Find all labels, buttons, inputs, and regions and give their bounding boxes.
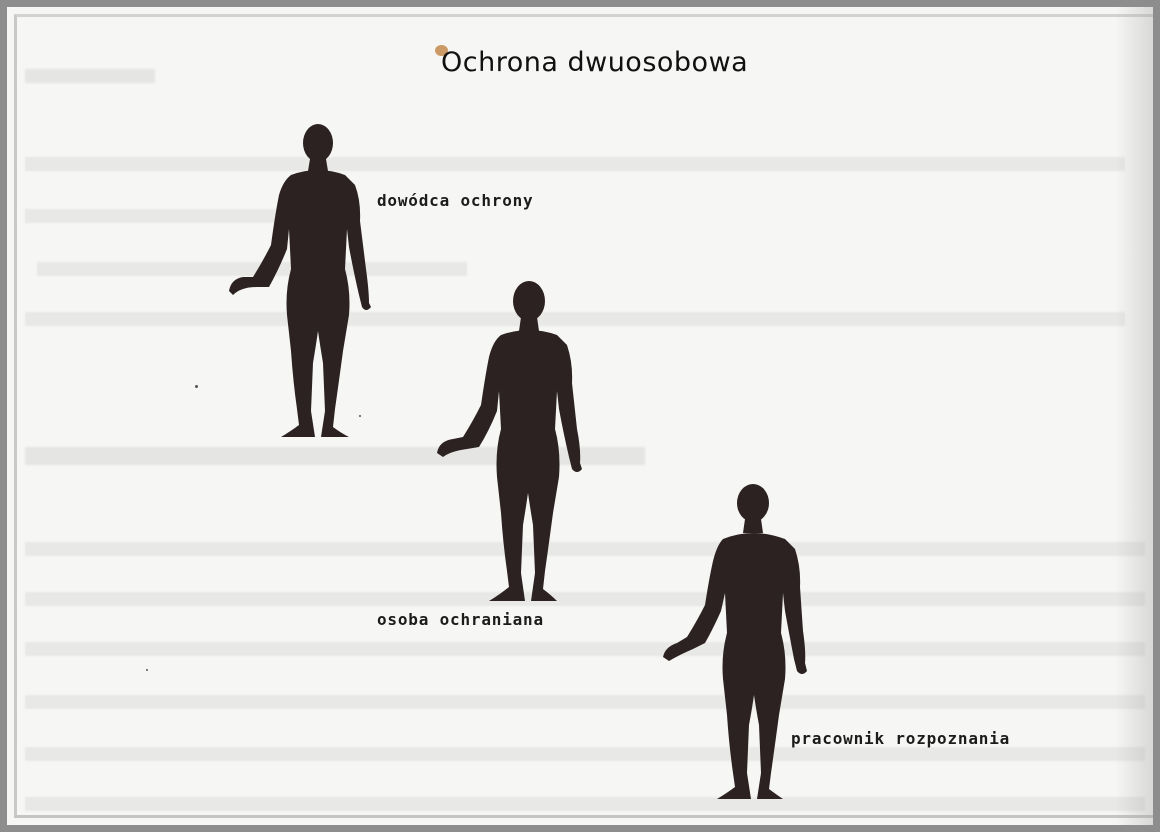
bleed-through-texture	[25, 157, 1125, 171]
person-silhouette-icon	[663, 483, 809, 803]
figure-recon-agent-silhouette	[663, 483, 809, 803]
bleed-through-texture	[25, 69, 155, 83]
figure-commander-silhouette	[229, 119, 379, 441]
scan-speck	[146, 669, 148, 671]
bleed-through-texture	[25, 797, 1145, 811]
person-silhouette-icon	[229, 119, 379, 441]
label-protected-person: osoba ochraniana	[377, 610, 544, 629]
label-commander: dowódca ochrony	[377, 191, 534, 210]
scan-speck	[195, 385, 198, 388]
bleed-through-texture	[25, 747, 1145, 761]
page-gutter-shadow	[1115, 7, 1153, 832]
scan-speck	[359, 415, 361, 417]
bleed-through-texture	[25, 542, 1145, 556]
bleed-through-texture	[25, 695, 1145, 709]
diagram-title: Ochrona dwuosobowa	[441, 47, 748, 78]
label-recon-agent: pracownik rozpoznania	[791, 729, 1010, 748]
person-silhouette-icon	[437, 279, 583, 604]
bleed-through-texture	[25, 592, 1145, 606]
figure-protected-person-silhouette	[437, 279, 583, 604]
bleed-through-texture	[25, 642, 1145, 656]
